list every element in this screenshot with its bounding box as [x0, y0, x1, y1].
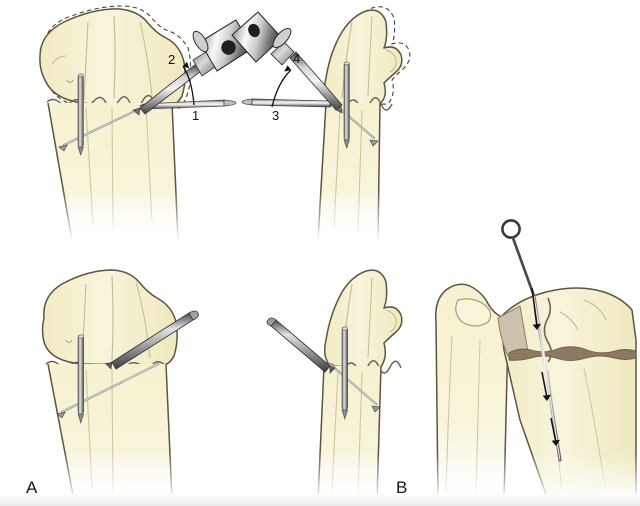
mallet-end-circle: [248, 23, 260, 38]
bone-contour-line: [83, 21, 89, 101]
vertical-guide-pin: [77, 74, 84, 148]
shaft-fade-mask: [312, 190, 388, 242]
vertical-guide-pin-head: [77, 73, 84, 78]
bone-contour-line: [135, 281, 151, 359]
bone-proximal-fragment: [41, 269, 178, 367]
vertical-guide-pin-tip: [341, 409, 349, 421]
subfigure-b-main: [430, 219, 640, 502]
bone-contour-line: [367, 15, 373, 97]
bone-contour-line: [559, 311, 579, 331]
vertical-guide-pin-head: [341, 326, 348, 331]
bone-posterior-column: [434, 283, 509, 501]
bone-contour-line: [139, 21, 153, 97]
mallet-striking-face: [272, 27, 292, 49]
callout-label-1: 1: [192, 108, 199, 123]
oblique-instrument: [266, 317, 336, 374]
impactor-instrument-4: [231, 11, 343, 114]
bone-proximal-fragment: [323, 269, 403, 369]
footer-band: [0, 494, 640, 506]
bone-fade-mask-b: [430, 452, 640, 502]
guide-wire-tip: [369, 139, 379, 147]
vertical-guide-pin: [343, 62, 350, 141]
bone-contour-line: [341, 21, 353, 99]
subfigure-a-top-right: 4 3: [231, 6, 411, 242]
callout-label-4: 4: [293, 51, 300, 66]
guide-wire-ring-handle: [501, 219, 521, 239]
callout-arrow-2: [182, 65, 195, 106]
shaft-fade-mask: [46, 452, 180, 502]
bone-contour-line: [111, 275, 114, 361]
fracture-gap-transverse: [508, 346, 637, 361]
guide-wire-tip: [371, 405, 381, 413]
bone-surface-notch: [66, 79, 74, 83]
bone-main-segment: [499, 287, 637, 501]
retractor-instrument-3: [241, 98, 336, 108]
shaft-fade-mask: [46, 190, 186, 242]
pre-reduction-dashed-outline: [42, 5, 192, 111]
guide-wire-shaft-highlight: [533, 295, 561, 461]
bone-proximal-fragment: [323, 9, 403, 105]
vertical-guide-pin-head: [77, 334, 84, 339]
callout-arrow-4: [271, 69, 292, 108]
bone-contour-line: [367, 277, 373, 359]
guide-wire-tip: [58, 144, 68, 152]
bone-tubercle-contour: [385, 309, 397, 333]
subfigure-a-top-left: 2 1: [39, 5, 254, 242]
vertical-guide-pin: [77, 335, 84, 415]
guide-wire-oblique-highlight: [329, 363, 377, 405]
bone-contour-line: [51, 55, 67, 65]
bone-contour-line: [583, 299, 607, 321]
wire-direction-arrows: [531, 287, 560, 446]
subfigure-a-bottom-left: [41, 269, 199, 502]
panel-label-b: B: [396, 478, 408, 497]
shaft-fade-mask: [312, 452, 388, 502]
vertical-guide-pin-tip: [77, 146, 84, 156]
guide-wire-shaft-proximal: [511, 236, 536, 298]
mallet-striking-face: [192, 30, 209, 53]
vertical-guide-pin: [341, 327, 348, 411]
bone-proximal-fragment: [39, 8, 186, 107]
guide-wire-with-ring: [501, 219, 562, 462]
callout-arrow-2-head: [183, 61, 190, 69]
callout-label-2: 2: [168, 52, 175, 67]
callout-label-3: 3: [272, 108, 279, 123]
vertical-guide-pin-tip: [77, 413, 85, 425]
guide-wire-tip: [56, 411, 66, 419]
vertical-guide-pin-head: [343, 61, 350, 66]
bone-tubercle-contour: [385, 49, 397, 73]
oblique-instrument: [105, 310, 199, 370]
panel-label-a: A: [26, 478, 38, 497]
mallet-end-circle: [221, 40, 236, 55]
bone-surface-notch: [65, 339, 73, 343]
bone-contour-line: [113, 15, 116, 99]
subfigure-a-bottom-right: [266, 269, 403, 502]
callout-arrow-4-head: [284, 65, 291, 72]
bone-fossa-outline: [455, 298, 492, 327]
vertical-guide-pin-tip: [343, 139, 350, 149]
